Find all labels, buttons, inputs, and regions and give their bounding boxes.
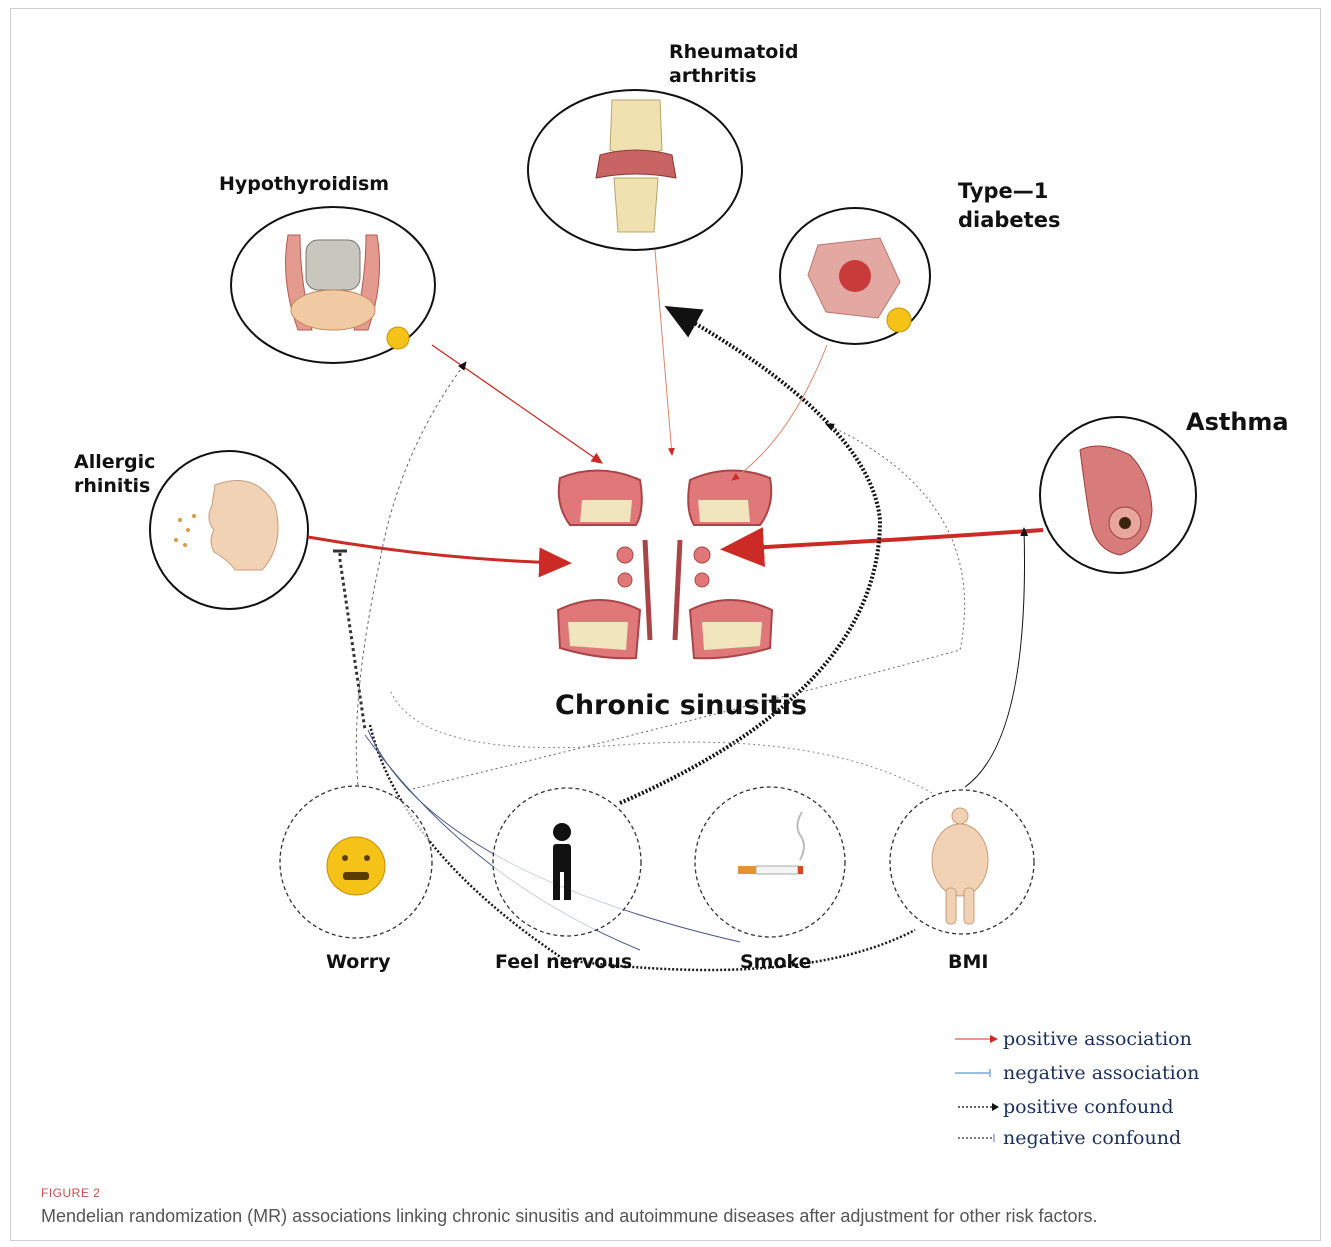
sinus-illustration bbox=[558, 470, 772, 658]
legend-label: positive confound bbox=[1003, 1096, 1174, 1118]
bmi-asthma-arrow bbox=[965, 528, 1025, 787]
thyroid-icon bbox=[286, 235, 380, 330]
smoke-label: Smoke bbox=[740, 950, 812, 974]
nervous-node bbox=[493, 788, 641, 936]
type1-label: Type—1 diabetes bbox=[958, 177, 1060, 235]
asthma-arrow bbox=[728, 530, 1043, 549]
rheumatoid-node bbox=[528, 90, 742, 250]
sad-face-icon bbox=[387, 327, 409, 349]
legend-positive-confound: positive confound bbox=[955, 1092, 1174, 1122]
asthma-label: Asthma bbox=[1186, 410, 1289, 434]
legend-label: positive association bbox=[1003, 1028, 1192, 1050]
type1-arrow bbox=[732, 345, 827, 480]
worry-node bbox=[280, 786, 432, 938]
figure-number: FIGURE 2 bbox=[41, 1186, 100, 1200]
asthma-node bbox=[1040, 417, 1196, 573]
hypothyroidism-label: Hypothyroidism bbox=[219, 172, 389, 196]
hypothyroidism-node bbox=[231, 207, 435, 363]
legend-negative-confound: negative confound bbox=[955, 1123, 1181, 1153]
legend-label: negative association bbox=[1003, 1062, 1199, 1084]
figure-caption: Mendelian randomization (MR) association… bbox=[41, 1206, 1301, 1227]
legend-negative-association: negative association bbox=[955, 1058, 1199, 1088]
worry-label: Worry bbox=[326, 950, 390, 974]
sad-face-icon bbox=[887, 308, 911, 332]
allergic-node bbox=[150, 451, 308, 609]
bmi-node bbox=[890, 790, 1034, 934]
worry-type1-confound bbox=[408, 424, 965, 790]
bmi-label: BMI bbox=[948, 950, 988, 974]
feel-nervous-label: Feel nervous bbox=[495, 950, 632, 974]
hypothyroidism-arrow bbox=[432, 345, 602, 463]
type1-node bbox=[780, 208, 930, 344]
nervous-rheumatoid-confound bbox=[620, 308, 880, 803]
rheumatoid-label: Rheumatoid arthritis bbox=[669, 40, 798, 88]
legend-positive-association: positive association bbox=[955, 1024, 1192, 1054]
smoke-node bbox=[695, 787, 845, 937]
worry-hypothyroidism-confound bbox=[356, 362, 466, 785]
allergic-negative-confound bbox=[340, 553, 365, 730]
rheumatoid-arrow bbox=[655, 250, 672, 455]
legend-label: negative confound bbox=[1003, 1127, 1181, 1149]
allergic-label: Allergic rhinitis bbox=[74, 450, 155, 498]
worried-face-icon bbox=[327, 837, 385, 895]
chronic-sinusitis-label: Chronic sinusitis bbox=[555, 690, 807, 722]
